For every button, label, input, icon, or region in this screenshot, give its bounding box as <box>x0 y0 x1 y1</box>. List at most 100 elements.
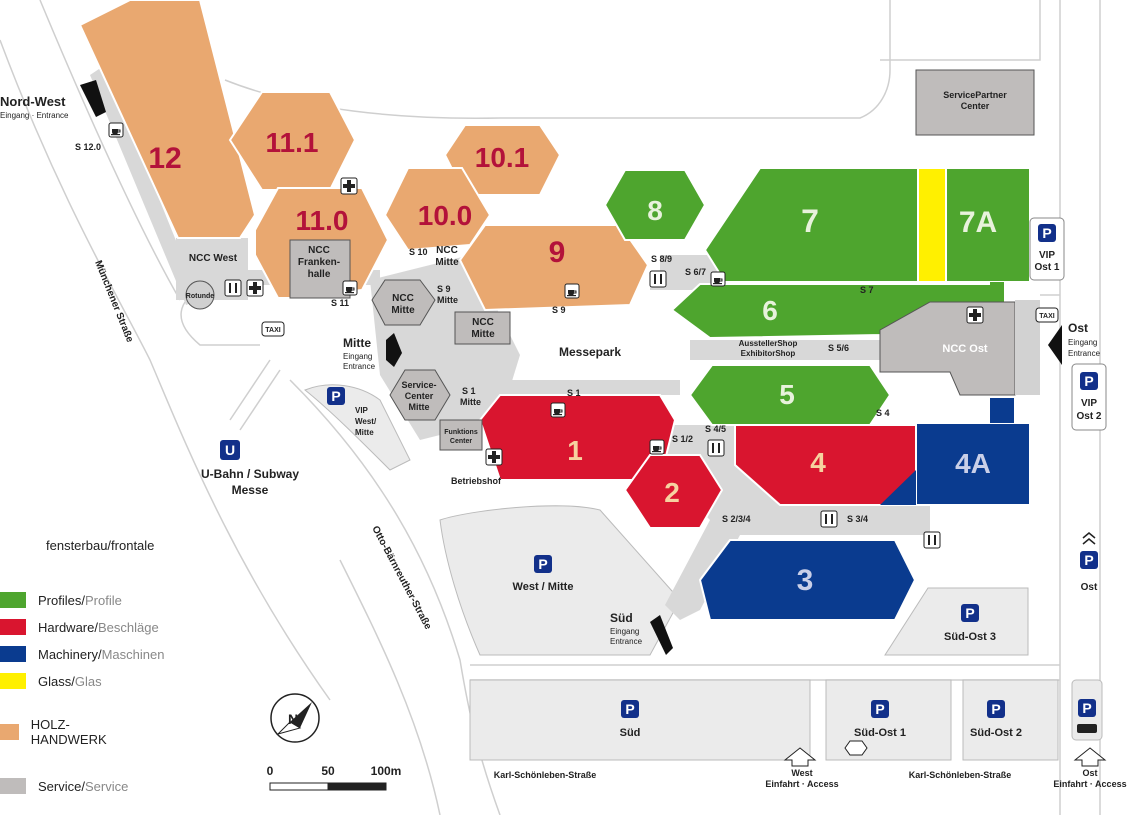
restaurant-icon <box>820 510 838 528</box>
profiles-halls <box>603 167 1031 426</box>
hall-1-label: 1 <box>567 435 583 466</box>
cafe-icon <box>564 283 580 299</box>
legend-item-profiles: Profiles/Profile <box>0 590 122 610</box>
svg-text:VIP: VIP <box>355 406 369 415</box>
aussteller-label-2: ExhibitorShop <box>741 349 796 358</box>
ost-access-2: Einfahrt · Access <box>1053 779 1126 789</box>
legend-label-en: Glass <box>38 673 72 689</box>
subway-icon: U <box>220 440 240 460</box>
funktions-label-1: Funktions <box>444 429 478 436</box>
legend-swatch <box>0 619 26 635</box>
service-center-label-1: Service- <box>401 380 436 390</box>
karl-strasse-1: Karl-Schönleben-Straße <box>494 770 597 780</box>
entrance-arrow-icon <box>783 747 817 767</box>
profiles-connector <box>990 282 1004 302</box>
passage-s4: S 4 <box>876 408 890 418</box>
legend-swatch <box>0 724 19 740</box>
aussteller-label-1: AusstellerShop <box>739 339 798 348</box>
hall-3 <box>698 539 917 621</box>
passage-s67: S 6/7 <box>685 267 706 277</box>
passage-s11: S 11 <box>331 298 349 308</box>
ncc-ost-connector <box>1015 300 1040 395</box>
entrance-arrow-icon <box>650 615 673 655</box>
sued-entrance-1: Süd <box>610 611 633 625</box>
passage-s9: S 9 <box>552 305 566 315</box>
hall-10-0 <box>383 167 492 252</box>
entrance-arrow-icon <box>80 80 106 117</box>
hall-4a-label: 4A <box>955 448 991 479</box>
west-access-1: West <box>791 768 812 778</box>
parking-icon <box>1080 372 1098 390</box>
restaurant-icon <box>224 279 242 297</box>
ost-entrance-2: Eingang <box>1068 338 1097 347</box>
legend-label-en: Hardware <box>38 619 95 635</box>
svg-text:Süd: Süd <box>620 727 641 739</box>
legend-label-en: Machinery <box>38 646 98 662</box>
ncc-west-label: NCC West <box>189 253 238 264</box>
passage-s1m-2: Mitte <box>460 397 481 407</box>
service-center-label-2: Center <box>405 391 434 401</box>
hall-5 <box>688 364 892 426</box>
ubahn-label-2: Messe <box>232 483 269 497</box>
bus-icon <box>1077 724 1097 733</box>
ncc-mitte-a-label-1: NCC <box>436 245 458 256</box>
service-partner-label-1: ServicePartner <box>943 90 1007 100</box>
hall-11-1 <box>228 91 357 191</box>
ncc-mitte-a-label-2: Mitte <box>435 257 459 268</box>
first-aid-icon <box>485 448 503 466</box>
ubahn-label-1: U-Bahn / Subway <box>201 467 299 481</box>
svg-text:Süd-Ost 2: Süd-Ost 2 <box>970 727 1022 739</box>
passage-s89: S 8/9 <box>651 254 672 264</box>
hall-7a <box>945 167 1031 283</box>
svg-text:100m: 100m <box>371 764 402 778</box>
passage-s9m: S 9 <box>437 284 451 294</box>
parking-icon <box>621 700 639 718</box>
legend-label-de: Glas <box>74 673 102 689</box>
svg-text:Ost 1: Ost 1 <box>1034 262 1059 273</box>
legend-label-en: HOLZ-HANDWERK <box>30 717 107 747</box>
parking-icon <box>871 700 889 718</box>
hall-8-label: 8 <box>647 195 663 226</box>
restaurant-icon <box>649 270 667 288</box>
entrance-arrows <box>80 80 1107 767</box>
hall-2-label: 2 <box>664 477 680 508</box>
parking-icon <box>1038 224 1056 242</box>
service-partner-center <box>915 69 1035 136</box>
hall-9-label: 9 <box>549 236 566 269</box>
hall-5-label: 5 <box>779 379 795 410</box>
legend-item-service: Service/Service <box>0 776 128 796</box>
ost-entrance-1: Ost <box>1068 321 1088 335</box>
svg-text:0: 0 <box>267 764 274 778</box>
parking-labels: VIP West/ Mitte West / Mitte Süd Süd-Ost… <box>327 217 1107 739</box>
passage-s12b: S 1/2 <box>672 434 693 444</box>
hall-4 <box>734 424 917 506</box>
bus-stop-marker <box>844 740 868 756</box>
machinery-connector <box>990 398 1014 423</box>
passage-s12: S 12.0 <box>75 142 101 152</box>
ncc-mitte-b-label-1: NCC <box>392 293 414 304</box>
hall-11-1-label: 11.1 <box>266 127 319 158</box>
hall-6-label: 6 <box>762 295 778 326</box>
legend-label-de: Service <box>84 778 129 794</box>
svg-text:VIP: VIP <box>1039 250 1055 261</box>
hall-9 <box>458 224 650 312</box>
first-aid-icon <box>246 279 264 297</box>
machinery-halls <box>698 422 1031 621</box>
sued-entrance-2: Eingang <box>610 627 639 636</box>
ncc-ost-label: NCC Ost <box>942 343 988 355</box>
parking-icon <box>961 604 979 622</box>
svg-text:N: N <box>288 711 298 727</box>
taxi-icon: TAXI TAXI <box>261 307 1059 337</box>
mitte-entrance-1: Mitte <box>343 336 371 350</box>
parking-icon <box>327 387 345 405</box>
hall-8 <box>603 169 707 241</box>
cafe-icon <box>649 439 665 455</box>
hall-12-label: 12 <box>148 142 181 175</box>
legend-label-en: Service <box>38 778 82 794</box>
svg-text:50: 50 <box>321 764 335 778</box>
funktions-center <box>439 419 483 451</box>
legend-swatch <box>0 778 26 794</box>
entrance-arrow-icon <box>1073 747 1107 767</box>
first-aid-icon <box>340 177 358 195</box>
